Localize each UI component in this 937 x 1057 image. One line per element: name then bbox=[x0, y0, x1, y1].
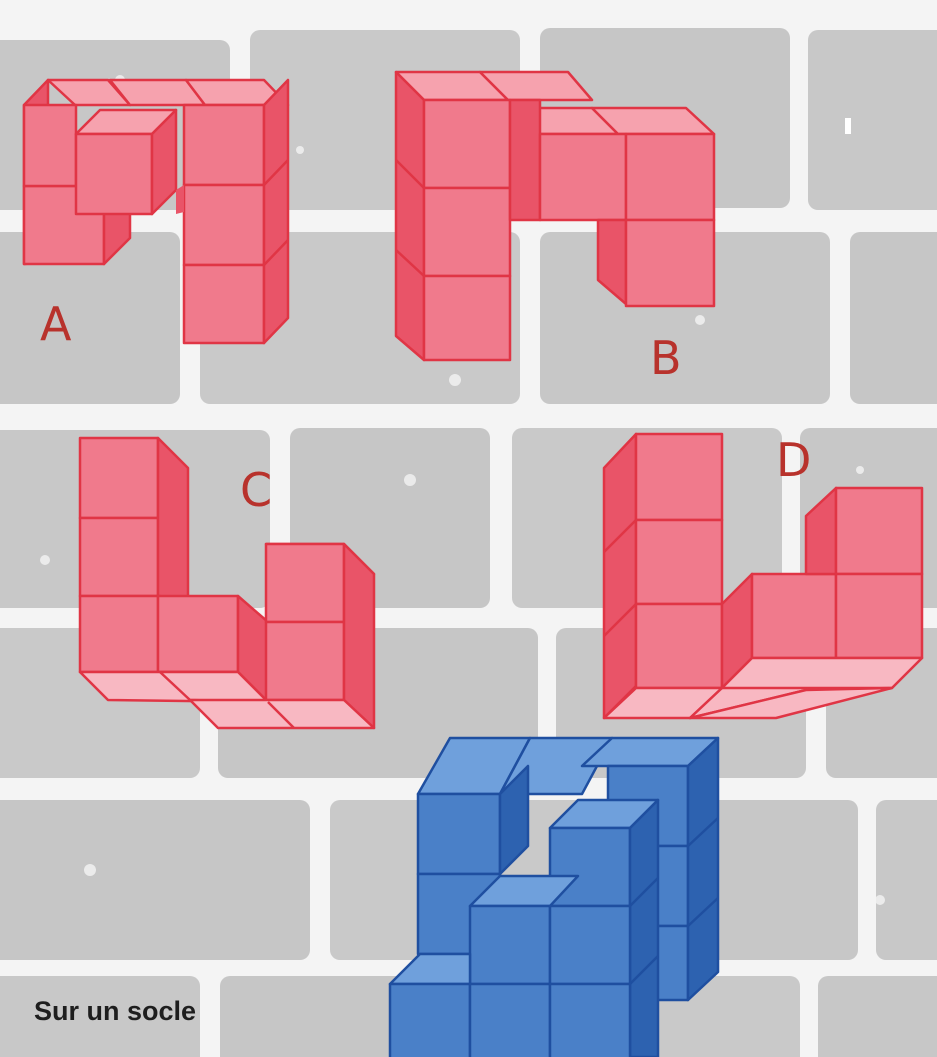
wall-mark bbox=[845, 118, 851, 134]
piece-d-label: D bbox=[776, 433, 811, 487]
piece-a-label: A bbox=[40, 297, 72, 351]
piece-b-label: B bbox=[650, 331, 682, 385]
caption: Sur un socle bbox=[34, 996, 196, 1027]
piece-c-label: C bbox=[240, 463, 272, 517]
